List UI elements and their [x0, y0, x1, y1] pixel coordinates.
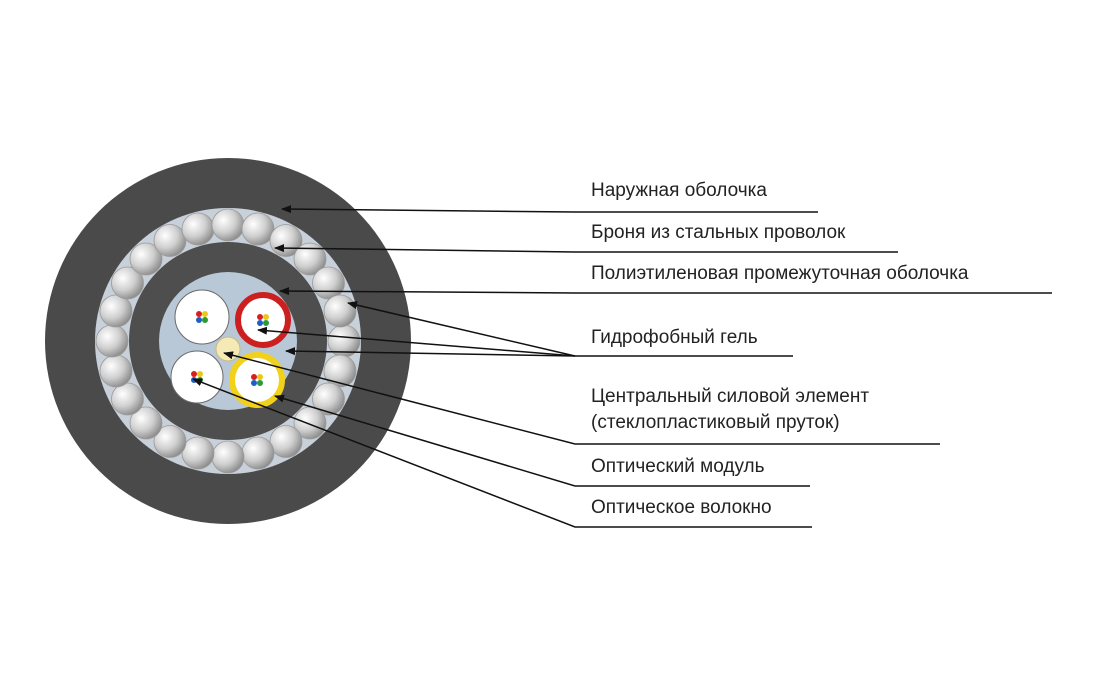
optical-module-red	[235, 292, 291, 348]
optical-fiber	[257, 380, 263, 386]
armor-wire	[293, 242, 327, 276]
label-central-member-line1: Центральный силовой элемент	[591, 386, 870, 407]
optical-fiber	[191, 371, 197, 377]
optical-module-white-top	[174, 289, 230, 345]
optical-fiber	[196, 317, 202, 323]
optical-fiber	[251, 380, 257, 386]
steel-armor-wires	[95, 208, 361, 474]
label-pe-sheath: Полиэтиленовая промежуточная оболочка	[591, 263, 969, 284]
armor-wire	[241, 212, 275, 246]
armor-wire	[323, 294, 357, 328]
armor-wire	[323, 354, 357, 388]
leader-lines	[192, 205, 1052, 528]
optical-fiber	[196, 311, 202, 317]
optical-fiber	[257, 320, 263, 326]
armor-wire	[211, 208, 245, 242]
armor-wire	[211, 440, 245, 474]
leader-central-member	[223, 351, 940, 445]
label-steel-armor: Броня из стальных проволок	[591, 222, 846, 243]
optical-module-yellow	[229, 352, 285, 408]
optical-fiber	[263, 320, 269, 326]
leader-gel-core	[257, 326, 576, 357]
armor-wire	[241, 436, 275, 470]
label-optical-fiber: Оптическое волокно	[591, 497, 772, 518]
label-gel: Гидрофобный гель	[591, 327, 758, 348]
armor-wire	[99, 294, 133, 328]
leader-optical-module	[274, 394, 810, 487]
armor-wire	[153, 224, 187, 257]
optical-fiber	[251, 374, 257, 380]
leader-armor	[274, 244, 898, 253]
armor-wire	[312, 266, 345, 300]
optical-fiber	[263, 314, 269, 320]
leader-gel-center	[285, 347, 576, 357]
optical-fibers	[191, 311, 269, 386]
armor-wire	[153, 425, 187, 458]
armor-wire	[129, 406, 163, 440]
armor-wire	[181, 212, 215, 246]
central-strength-member	[215, 336, 241, 362]
optical-fiber	[202, 317, 208, 323]
optical-fiber	[202, 311, 208, 317]
armor-wire	[99, 354, 133, 388]
leader-pe-sheath	[279, 287, 1052, 296]
leader-optical-fiber	[192, 378, 812, 528]
optical-fiber	[257, 374, 263, 380]
armor-wire	[129, 242, 163, 276]
optical-fiber	[257, 314, 263, 320]
optical-module-white-bottom	[170, 350, 224, 404]
armor-wire	[181, 436, 215, 470]
armor-wire	[312, 382, 345, 416]
label-outer-sheath: Наружная оболочка	[591, 180, 767, 201]
armor-wire	[269, 425, 303, 458]
label-optical-module: Оптический модуль	[591, 456, 765, 477]
leader-outer-sheath	[281, 205, 818, 214]
armor-wire	[111, 266, 144, 300]
label-central-member-line2: (стеклопластиковый пруток)	[591, 412, 840, 433]
armor-wire	[95, 324, 129, 358]
armor-wire	[111, 382, 144, 416]
leader-gel-armor	[347, 301, 576, 357]
optical-fiber	[197, 371, 203, 377]
